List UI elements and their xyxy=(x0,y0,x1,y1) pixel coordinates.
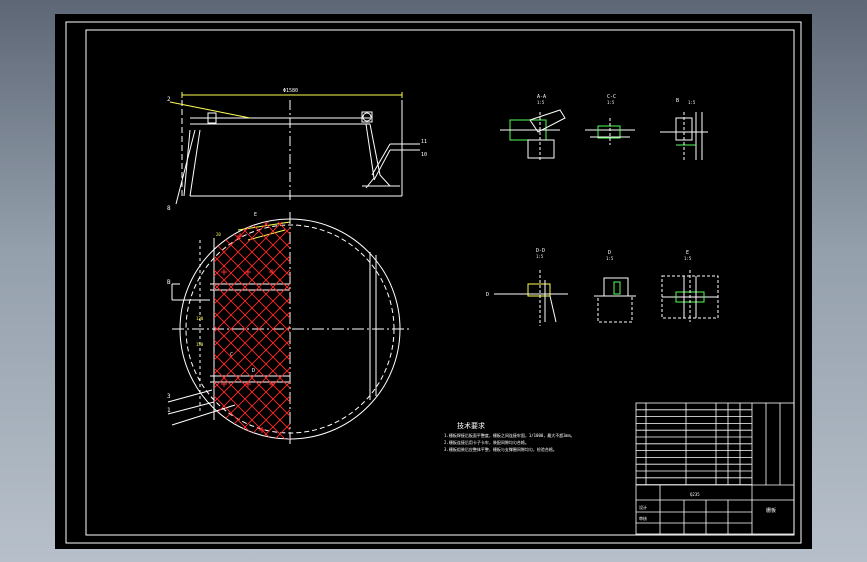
hatch-cross-mark xyxy=(237,233,243,239)
hatch-line xyxy=(214,269,290,347)
balloon-8: 8 xyxy=(167,205,171,212)
hatch-cross-mark xyxy=(221,269,227,275)
balloon-3: 3 xyxy=(167,393,171,400)
section-dd-marker: D xyxy=(486,292,489,298)
plan-view: 3 1 B E C D 120 150 20 xyxy=(167,212,410,446)
hatch-line xyxy=(214,227,290,305)
marker-d: D xyxy=(252,368,255,374)
hatch-cross-mark xyxy=(221,381,227,387)
marker-c: C xyxy=(230,352,233,358)
hatch-line xyxy=(214,325,290,403)
hatch-line xyxy=(214,353,290,431)
view-detail-e: E 1:5 xyxy=(661,250,719,322)
hatch-line xyxy=(214,339,290,417)
hatch-cross-mark xyxy=(259,427,265,433)
note-line-3: 3.栅板组装后应整体平整，栅板与支撑圈间隙均匀，检验合格。 xyxy=(444,446,557,452)
title-checker: 审核 xyxy=(639,515,647,521)
balloon-10: 10 xyxy=(421,152,427,158)
hatch-line xyxy=(214,241,290,319)
balloon-11: 11 xyxy=(421,139,427,145)
section-detail-dd: D-D 1:5 D xyxy=(486,248,568,326)
hatch-cross-mark xyxy=(245,381,251,387)
view-b-label: B xyxy=(676,98,679,104)
hatch-line xyxy=(214,255,290,333)
view-d-scale: 1:5 xyxy=(606,256,614,261)
view-detail-b: B 1:5 xyxy=(660,98,708,160)
hatch-line xyxy=(214,297,290,375)
balloon-2: 2 xyxy=(167,96,171,103)
hatch-cross-mark xyxy=(269,381,275,387)
note-line-1: 1.栅板焊接后板面平整度，栅板之间连接牢固，1/1000，最大不超3mm。 xyxy=(444,432,575,438)
note-line-2: 2.栅板连接后用卡子卡牢，装配间隙均匀合格。 xyxy=(444,439,529,445)
hatch-line xyxy=(214,222,290,277)
hatch-line xyxy=(214,423,290,439)
hatch-cross-mark xyxy=(245,269,251,275)
section-dd-label: D-D xyxy=(536,248,545,254)
marker-e: E xyxy=(254,212,257,218)
dim-20: 20 xyxy=(216,232,221,237)
section-aa-label: A-A xyxy=(537,94,546,100)
inner-frame xyxy=(85,29,795,536)
elevation-view: Φ1580 2 8 11 10 xyxy=(167,88,427,212)
balloon-1: 1 xyxy=(167,407,171,414)
section-detail-aa: A-A 1:5 xyxy=(500,94,566,160)
technical-notes: 技术要求 1.栅板焊接后板面平整度，栅板之间连接牢固，1/1000，最大不超3m… xyxy=(444,421,575,452)
hatch-line xyxy=(214,311,290,389)
dim-diameter: Φ1580 xyxy=(283,88,298,94)
balloon-b: B xyxy=(167,279,171,286)
hatch-line xyxy=(214,381,290,439)
view-e-scale: 1:5 xyxy=(684,256,692,261)
title-designer: 设计 xyxy=(639,504,647,510)
hatch-line xyxy=(214,283,290,361)
section-detail-cc: C-C 1:5 xyxy=(585,94,635,145)
hatch-cross-mark xyxy=(269,269,275,275)
title-block: 栅板 Q235 设计 审核 xyxy=(635,402,795,535)
section-cc-label: C-C xyxy=(607,94,616,100)
outer-frame xyxy=(65,21,802,544)
view-b-scale: 1:5 xyxy=(688,100,696,105)
hatch-line xyxy=(214,222,290,291)
view-e-label: E xyxy=(686,250,689,256)
section-dd-scale: 1:5 xyxy=(536,254,544,259)
view-detail-d: D 1:5 xyxy=(594,250,636,323)
dim-150: 150 xyxy=(196,342,204,347)
hatch-line xyxy=(214,409,290,439)
section-aa-scale: 1:5 xyxy=(537,100,545,105)
notes-title: 技术要求 xyxy=(457,421,485,430)
hatch-line xyxy=(214,222,290,249)
title-drawing-name: 栅板 xyxy=(766,507,776,514)
section-cc-scale: 1:5 xyxy=(607,100,615,105)
view-d-label: D xyxy=(608,250,611,256)
title-material: Q235 xyxy=(690,492,700,497)
dim-120: 120 xyxy=(196,316,204,321)
